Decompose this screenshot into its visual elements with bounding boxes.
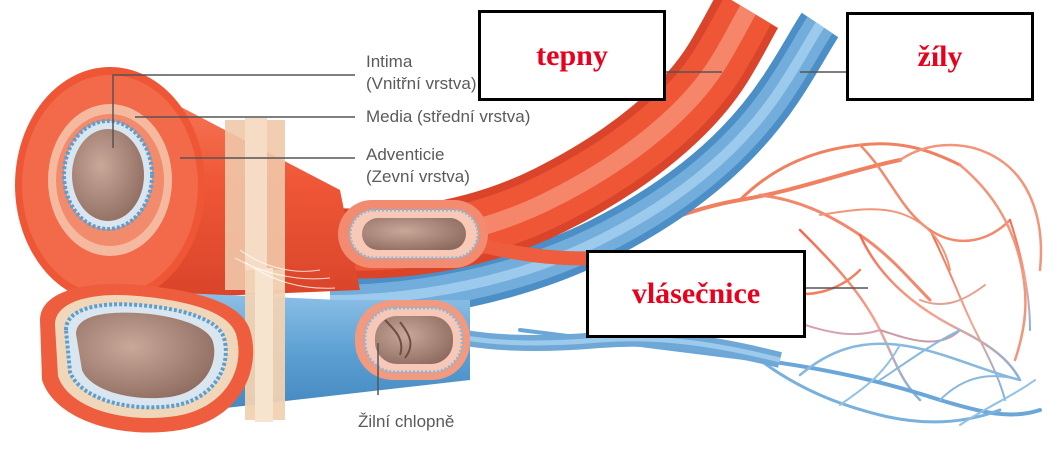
veins-box: žíly (846, 12, 1034, 101)
media-label: Media (střední vrstva) (366, 107, 530, 127)
intima-sublabel: (Vnitřní vrstva) (366, 74, 477, 94)
capillaries-box: vlásečnice (586, 250, 806, 338)
venous-valves-label: Žilní chlopně (358, 412, 454, 432)
adventicie-sublabel: (Zevní vrstva) (366, 167, 470, 187)
capillaries-box-text: vlásečnice (632, 277, 760, 311)
intima-label: Intima (366, 52, 412, 72)
arteries-box: tepny (478, 10, 666, 101)
arteries-box-text: tepny (536, 39, 608, 73)
veins-box-text: žíly (918, 40, 963, 74)
adventicie-label: Adventicie (366, 145, 444, 165)
